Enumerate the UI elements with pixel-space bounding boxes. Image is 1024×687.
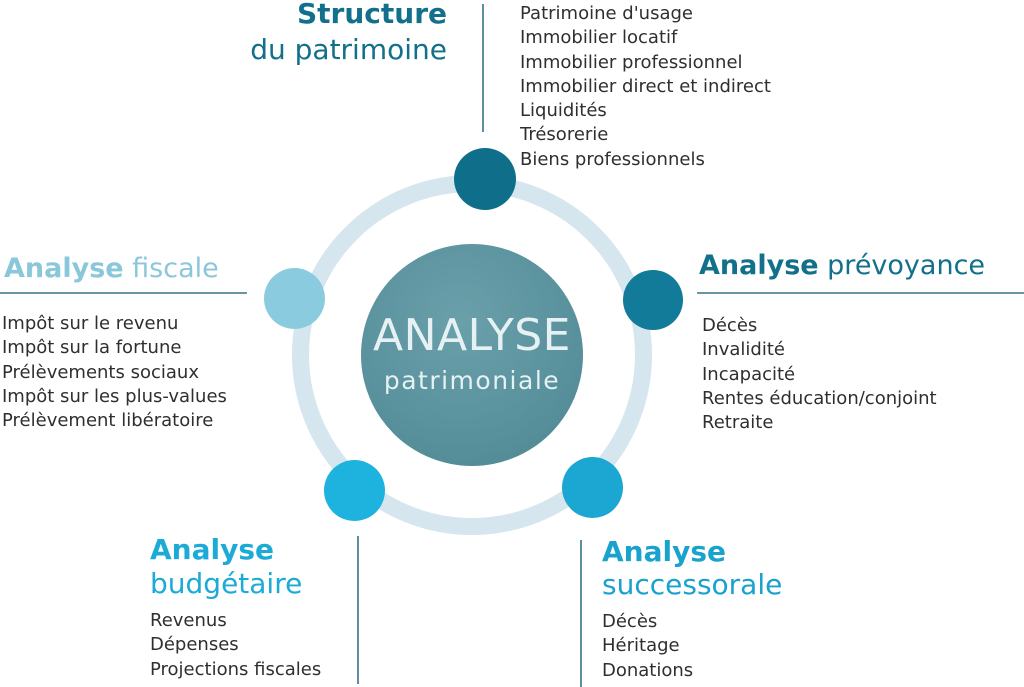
list-item: Invalidité <box>702 339 785 361</box>
prevoyance-divider <box>697 292 1024 294</box>
list-item: Retraite <box>702 412 774 434</box>
list-item: Impôt sur les plus-values <box>2 385 227 407</box>
list-item: Décès <box>702 315 758 336</box>
node-fiscale <box>264 268 325 329</box>
prevoyance-title-rest: prévoyance <box>827 250 986 281</box>
list-item: Immobilier direct et indirect <box>520 75 771 97</box>
center-circle: ANALYSE patrimoniale <box>361 244 583 466</box>
node-successorale <box>562 457 623 518</box>
node-structure <box>454 148 516 210</box>
list-item: Immobilier professionnel <box>520 51 743 73</box>
budgetaire-title-rest: budgétaire <box>150 567 303 600</box>
list-item: Trésorerie <box>520 124 609 146</box>
fiscale-divider <box>0 292 247 294</box>
budgetaire-title-bold: Analyse <box>150 533 275 566</box>
prevoyance-list: Décès Invalidité Incapacité Rentes éduca… <box>702 314 937 435</box>
list-item: Dépenses <box>150 634 239 656</box>
successorale-list: Décès Héritage Donations <box>602 610 693 683</box>
list-item: Projections fiscales <box>150 658 322 680</box>
structure-divider <box>482 4 484 132</box>
successorale-title-bold: Analyse <box>602 535 727 568</box>
list-item: Donations <box>602 659 694 681</box>
list-item: Impôt sur le revenu <box>2 313 179 334</box>
successorale-title-rest: successorale <box>602 568 783 601</box>
list-item: Prélèvement libératoire <box>2 410 214 432</box>
structure-list: Patrimoine d'usage Immobilier locatif Im… <box>520 2 771 172</box>
list-item: Rentes éducation/conjoint <box>702 387 937 409</box>
list-item: Biens professionnels <box>520 148 705 170</box>
prevoyance-title: Analyse prévoyance <box>699 252 985 279</box>
list-item: Prélèvements sociaux <box>2 361 199 383</box>
fiscale-title-bold: Analyse <box>4 253 124 284</box>
list-item: Incapacité <box>702 363 796 385</box>
list-item: Revenus <box>150 610 227 631</box>
list-item: Patrimoine d'usage <box>520 3 693 24</box>
center-subtitle: patrimoniale <box>383 366 561 395</box>
list-item: Liquidités <box>520 100 607 122</box>
center-title: ANALYSE <box>373 310 571 361</box>
structure-title-rest: du patrimoine <box>250 33 447 66</box>
structure-title-bold: Structure <box>296 0 447 30</box>
fiscale-list: Impôt sur le revenu Impôt sur la fortune… <box>2 312 227 433</box>
fiscale-title: Analyse fiscale <box>4 255 219 282</box>
budgetaire-divider <box>357 536 359 684</box>
list-item: Impôt sur la fortune <box>2 337 182 359</box>
successorale-divider <box>580 540 582 687</box>
node-budgetaire <box>324 460 385 521</box>
list-item: Décès <box>602 611 658 632</box>
list-item: Immobilier locatif <box>520 27 678 49</box>
node-prevoyance <box>623 270 683 330</box>
fiscale-title-rest: fiscale <box>132 253 219 284</box>
list-item: Héritage <box>602 635 680 657</box>
budgetaire-list: Revenus Dépenses Projections fiscales <box>150 609 321 682</box>
prevoyance-title-bold: Analyse <box>699 250 819 281</box>
